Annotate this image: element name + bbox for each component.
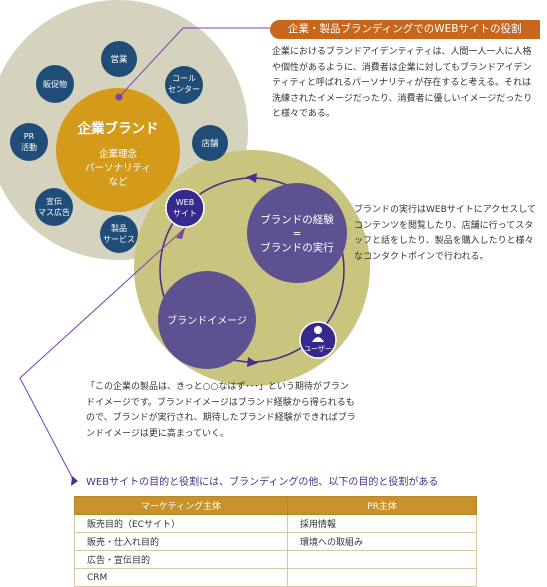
satellite-promo-materials: 販促物	[36, 65, 74, 103]
brand-image-disc	[158, 271, 256, 369]
satellite-label: 店舗	[201, 138, 219, 149]
user-icon	[312, 326, 324, 342]
web-connector	[19, 227, 186, 482]
table-header: マーケティング主体	[74, 496, 288, 515]
center-line: 企業理念	[99, 148, 138, 160]
user-label: ユーザー	[304, 345, 332, 353]
satellite-website: WEB サイト	[165, 188, 205, 228]
goals-heading-text: WEBサイトの目的と役割には、ブランディングの他、以下の目的と役割がある	[86, 477, 439, 488]
satellite-label: マス広告	[38, 207, 70, 217]
satellite-mass-advertising: 宣伝 マス広告	[35, 188, 73, 226]
satellite-label: 製品	[111, 223, 127, 233]
table-row: 広告・宣伝目的	[74, 550, 477, 569]
table-row: CRM	[74, 568, 477, 587]
heading-pointer	[71, 476, 78, 486]
experience-line: =	[293, 228, 302, 240]
satellite-sales: 営業	[101, 41, 137, 77]
table-cell: 広告・宣伝目的	[74, 550, 288, 569]
table-header: PR主体	[287, 496, 477, 515]
satellite-call-center: コール センター	[165, 66, 203, 104]
satellite-label: 販促物	[43, 79, 67, 89]
satellite-store: 店舗	[192, 125, 228, 161]
brand-center-disc	[56, 88, 180, 212]
intro-paragraph: 企業におけるブランドアイデンティティは、人間一人一人に人格や個性があるように、消…	[272, 47, 533, 119]
experience-line: ブランドの経験	[260, 213, 334, 226]
satellite-label: 宣伝	[46, 196, 62, 206]
goals-heading: WEBサイトの目的と役割には、ブランディングの他、以下の目的と役割がある	[86, 473, 438, 488]
satellite-label: サービス	[103, 235, 135, 244]
satellite-label: サイト	[173, 209, 197, 218]
satellite-label: WEB	[176, 198, 194, 207]
table-cell	[287, 550, 477, 569]
center-line: など	[108, 177, 128, 188]
cycle-arrow-bottom	[247, 357, 258, 367]
connector-dot	[115, 93, 123, 101]
satellite-label: コール	[172, 74, 196, 83]
center-line: パーソナリティ	[85, 163, 151, 174]
satellite-label: PR	[24, 132, 35, 141]
satellite-products: 製品 サービス	[100, 215, 138, 253]
goals-table: マーケティング主体 PR主体 販売目的（ECサイト） 採用情報 販売・仕入れ目的…	[74, 496, 477, 587]
page-title: 企業・製品ブランディングでのWEBサイトの役割	[270, 20, 540, 39]
table-row: 販売目的（ECサイト） 採用情報	[74, 514, 477, 533]
web-connector-arrow	[176, 228, 185, 239]
center-title: 企業ブランド	[77, 120, 159, 137]
table-cell: 環境への取組み	[287, 532, 477, 551]
table-cell: CRM	[74, 568, 288, 587]
brand-experience-disc	[247, 183, 347, 283]
satellite-label: 営業	[110, 54, 128, 65]
experience-line: ブランドの実行	[260, 241, 334, 254]
table-cell: 販売目的（ECサイト）	[74, 514, 288, 533]
cycle-arrow-top	[246, 173, 257, 183]
satellite-label: 活動	[21, 142, 37, 152]
table-cell	[287, 568, 477, 587]
brand-image-label: ブランドイメージ	[167, 314, 247, 327]
title-connector	[119, 27, 270, 97]
table-cell: 採用情報	[287, 514, 477, 533]
satellite-pr: PR 活動	[10, 123, 48, 161]
execution-paragraph: ブランドの実行はWEBサイトにアクセスしてコンテンツを閲覧したり、店舗に行ってス…	[354, 205, 537, 262]
table-cell: 販売・仕入れ目的	[74, 532, 288, 551]
satellite-label: センター	[168, 85, 200, 94]
table-row: 販売・仕入れ目的 環境への取組み	[74, 532, 477, 551]
table-header-row: マーケティング主体 PR主体	[74, 496, 477, 515]
brand-image-paragraph: 「この企業の製品は、きっと○○なはず･･･」という期待がブランドイメージです。ブ…	[86, 382, 356, 439]
